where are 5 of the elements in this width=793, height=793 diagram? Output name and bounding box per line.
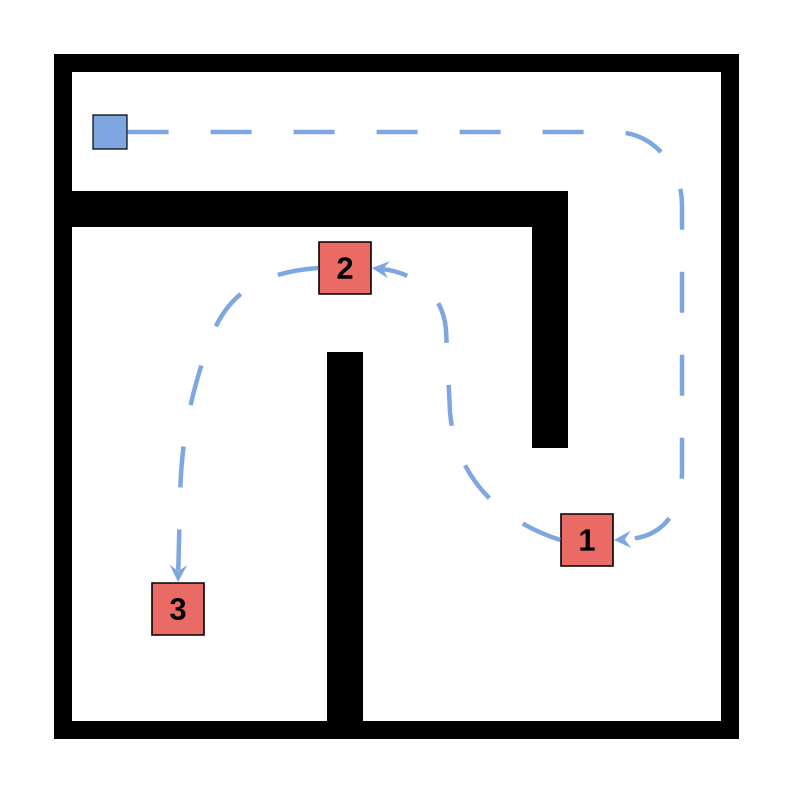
numbered-box: 1	[560, 513, 614, 567]
numbered-box: 3	[151, 582, 205, 636]
numbered-box: 2	[318, 241, 372, 295]
dashed-arrow	[128, 130, 684, 548]
square-marker	[92, 114, 128, 150]
